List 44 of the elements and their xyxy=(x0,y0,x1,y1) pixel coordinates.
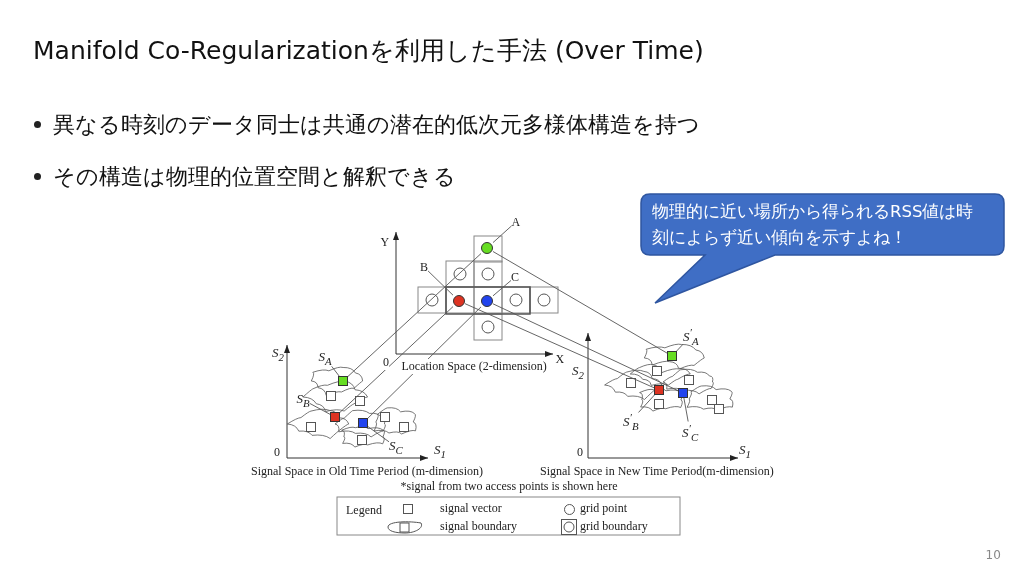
signal-vector-marker xyxy=(654,385,664,395)
grid-point-marker xyxy=(481,295,493,307)
point-label: C xyxy=(511,269,519,285)
speech-bubble xyxy=(640,193,1006,305)
page-number: 10 xyxy=(985,548,1001,562)
signal-vector-marker xyxy=(358,418,368,428)
signal-vector-marker xyxy=(678,388,688,398)
connector-line xyxy=(492,251,668,354)
leader-line xyxy=(492,225,512,244)
connector-line xyxy=(347,253,482,377)
legend-title: Legend xyxy=(346,502,382,518)
callout-text: 物理的に近い場所から得られるRSS値は時刻によらず近い傾向を示すよね！ xyxy=(652,201,975,249)
leader-line xyxy=(676,343,684,352)
legend-text: signal boundary xyxy=(440,519,517,534)
slide-title: Manifold Co-Regularizationを利用した手法 (Over Time) xyxy=(33,35,704,67)
leader-line xyxy=(427,270,454,296)
connector-line xyxy=(492,303,679,392)
leader-line xyxy=(309,402,331,415)
connector-line xyxy=(339,306,454,413)
panel-caption: Signal Space in New Time Period(m-dimension) xyxy=(540,463,774,479)
subscript-label: S$_{C}$ xyxy=(389,438,403,456)
signal-vector-marker xyxy=(338,376,348,386)
leader-line xyxy=(367,426,390,443)
leader-line xyxy=(492,280,512,297)
signal-vector-marker xyxy=(667,351,677,361)
panel-caption: Location Space (2-dimension) xyxy=(401,358,547,374)
grid-point-marker xyxy=(453,295,465,307)
grid-point-marker xyxy=(481,242,493,254)
signal-vector-marker xyxy=(330,412,340,422)
legend-text: grid boundary xyxy=(580,519,648,534)
subscript-label: S$_{A}$ xyxy=(318,349,332,367)
bullet-text: その構造は物理的位置空間と解釈できる xyxy=(53,163,456,191)
leader-line xyxy=(683,397,689,422)
point-label: A xyxy=(511,214,521,230)
subscript-label: S$_{B}$ xyxy=(296,391,310,409)
point-label: B xyxy=(420,259,428,275)
legend-text: grid point xyxy=(580,501,627,516)
leader-line xyxy=(638,394,655,413)
legend-text: signal vector xyxy=(440,501,502,516)
footnote: *signal from two access points is shown here xyxy=(400,478,618,494)
panel-caption: Signal Space in Old Time Period (m-dimension) xyxy=(251,463,483,479)
bullet-text: 異なる時刻のデータ同士は共通の潜在的低次元多様体構造を持つ xyxy=(53,111,700,139)
connector-line xyxy=(464,303,655,389)
leader-line xyxy=(331,365,340,377)
